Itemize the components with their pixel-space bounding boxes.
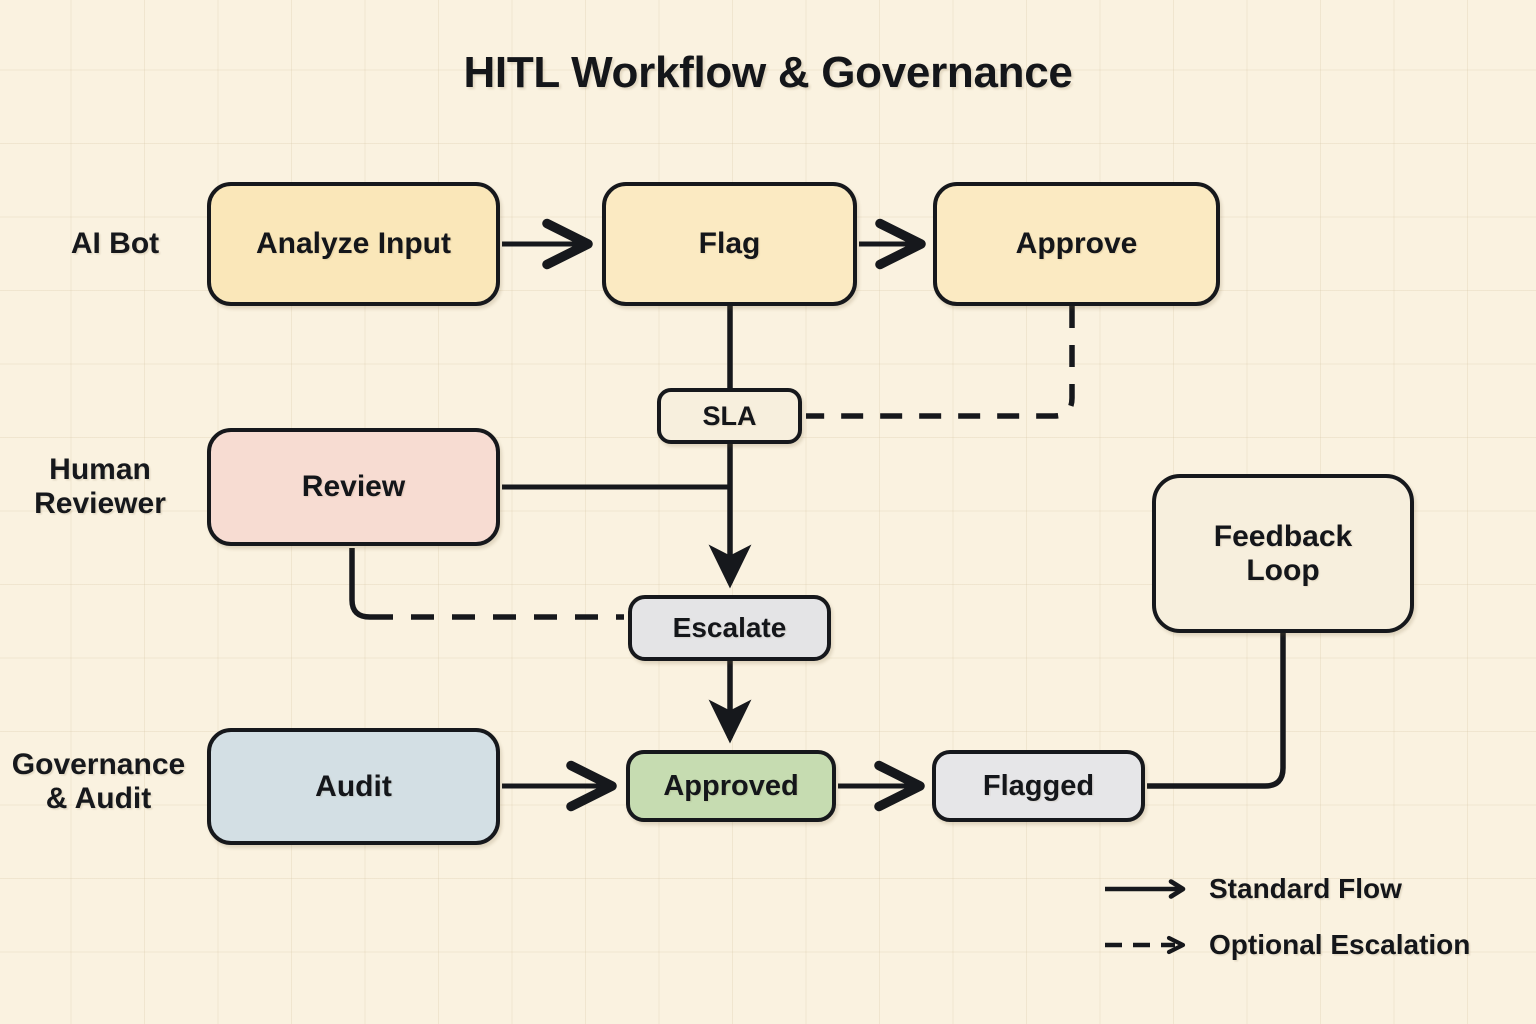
edge-approve-to-sla xyxy=(806,306,1075,419)
legend-label-optional-escalation: Optional Escalation xyxy=(1209,929,1471,960)
node-sla[interactable]: SLA xyxy=(657,388,802,444)
node-approve[interactable]: Approve xyxy=(933,182,1220,306)
node-approved-label: Approved xyxy=(663,769,799,802)
node-sla-label: SLA xyxy=(702,400,757,431)
lane-label-human-reviewer: Human Reviewer xyxy=(10,453,190,520)
legend-item-optional-escalation: Optional Escalation xyxy=(1103,929,1470,961)
lane-label-human-reviewer-line2: Reviewer xyxy=(34,486,166,520)
edge-review-to-escalate xyxy=(349,548,624,620)
legend-item-standard-flow: Standard Flow xyxy=(1103,873,1402,905)
lane-label-ai-bot: AI Bot xyxy=(40,227,190,261)
node-flagged-label: Flagged xyxy=(982,769,1095,802)
node-escalate[interactable]: Escalate xyxy=(628,595,831,661)
edge-feedback-loop-to-flagged xyxy=(1147,633,1286,789)
dashed-arrow-icon xyxy=(1105,935,1186,955)
lane-label-governance-audit-line1: Governance xyxy=(11,748,186,781)
node-audit-label: Audit xyxy=(315,769,392,803)
lane-label-human-reviewer-line1: Human xyxy=(49,453,151,486)
node-review[interactable]: Review xyxy=(207,428,500,546)
node-flag-label: Flag xyxy=(698,227,761,261)
node-escalate-label: Escalate xyxy=(672,612,787,644)
legend-label-standard-flow: Standard Flow xyxy=(1209,873,1402,904)
page-title: HITL Workflow & Governance xyxy=(463,48,1073,97)
lane-label-ai-bot-text: AI Bot xyxy=(70,227,160,260)
node-analyze-input[interactable]: Analyze Input xyxy=(207,182,500,306)
node-review-label: Review xyxy=(301,470,406,504)
lane-label-governance-audit-line2: & Audit xyxy=(45,781,152,815)
node-flagged[interactable]: Flagged xyxy=(932,750,1145,822)
node-feedback-loop[interactable]: Feedback Loop xyxy=(1152,474,1414,633)
node-approve-label: Approve xyxy=(1015,227,1138,261)
lane-label-governance-audit: Governance & Audit xyxy=(0,748,201,815)
node-feedback-loop-line2: Loop xyxy=(1246,553,1320,587)
node-flag[interactable]: Flag xyxy=(602,182,857,306)
node-audit[interactable]: Audit xyxy=(207,728,500,845)
solid-arrow-icon xyxy=(1105,879,1186,899)
node-analyze-input-label: Analyze Input xyxy=(255,227,451,261)
node-feedback-loop-line1: Feedback xyxy=(1213,519,1353,553)
node-approved[interactable]: Approved xyxy=(626,750,836,822)
